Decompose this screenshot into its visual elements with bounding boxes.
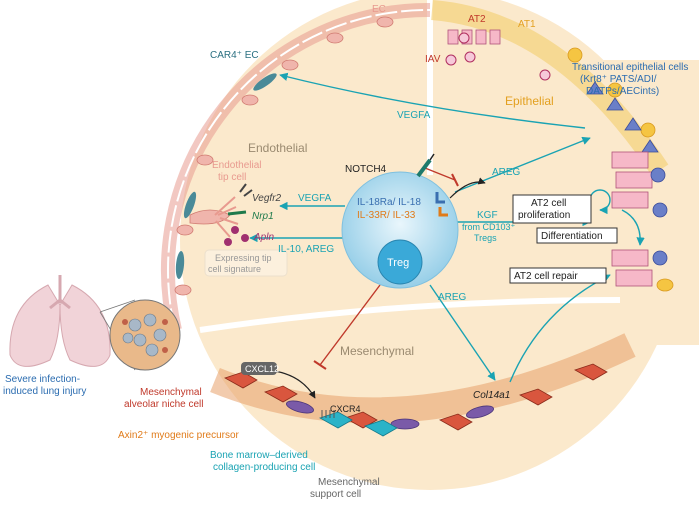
- label-axin2: Axin2⁺ myogenic precursor: [118, 430, 240, 441]
- label-lung-injury-2: induced lung injury: [3, 386, 86, 397]
- treg-cell: [341, 153, 459, 289]
- apln-molecules: [224, 226, 249, 246]
- inhibit-to-cxcl12: [319, 284, 381, 366]
- label-col14a1: Col14a1: [473, 390, 510, 401]
- il33-receptor: [438, 207, 448, 217]
- label-expressing-tip-2: cell signature: [208, 264, 261, 274]
- arrows: [249, 72, 645, 399]
- label-at1: AT1: [518, 19, 536, 30]
- endothelial-tip-cell: [189, 183, 288, 277]
- label-mes-niche-1: Mesenchymal: [140, 387, 202, 398]
- region-mesenchymal: Mesenchymal: [340, 344, 414, 358]
- label-differentiation: Differentiation: [541, 231, 603, 242]
- alveoli-zoom: [109, 299, 181, 371]
- endothelial-membrane: [161, 2, 431, 332]
- label-at2-prolif-1: AT2 cell: [531, 198, 566, 209]
- label-transitional-2: (Krt8⁺ PATS/ADI/: [580, 74, 657, 85]
- epithelial-cells: [431, 0, 674, 292]
- label-endothelial-tip-2: tip cell: [218, 172, 246, 183]
- arrow-areg-upper: [454, 136, 591, 193]
- label-bone-marrow-2: collagen-producing cell: [213, 462, 315, 473]
- label-mes-support-2: support cell: [310, 489, 361, 500]
- label-bone-marrow-1: Bone marrow–derived: [210, 450, 308, 461]
- vegfr2-receptor: [239, 183, 253, 197]
- arrow-col14a1-repair: [509, 274, 611, 383]
- arrow-areg-lower: [429, 284, 496, 381]
- iav-particles: [445, 32, 551, 81]
- label-il33: IL-33R/ IL-33: [357, 210, 416, 221]
- label-car4-ec: CAR4⁺ EC: [210, 50, 259, 61]
- label-vegfa-mid: VEGFA: [298, 193, 332, 204]
- label-notch4: NOTCH4: [345, 164, 387, 175]
- nrp1-receptor: [227, 210, 247, 216]
- endothelial-nuclei: [174, 16, 394, 296]
- arrow-vegfa-to-car4: [279, 72, 586, 129]
- label-ec: EC: [372, 4, 386, 15]
- label-lung-injury-1: Severe infection-: [5, 374, 80, 385]
- label-kgf-2: from CD103⁺: [462, 222, 516, 232]
- label-expressing-tip-1: Expressing tip: [215, 253, 272, 263]
- label-kgf-3: Tregs: [474, 233, 497, 243]
- label-transitional-3: DATPs/AECints): [586, 86, 659, 97]
- cxcr4-receptor: [321, 410, 335, 418]
- label-mes-support-1: Mesenchymal: [318, 477, 380, 488]
- bone-marrow-cell: [319, 411, 398, 437]
- label-apln: Apln: [253, 232, 274, 243]
- cxcl12-badge: [241, 362, 277, 375]
- at2-stack: [611, 151, 674, 292]
- region-endothelial: Endothelial: [248, 141, 307, 155]
- label-at2: AT2: [468, 14, 486, 25]
- label-vegfa-top: VEGFA: [397, 110, 431, 121]
- inhibit-notch4: [424, 167, 456, 181]
- label-at2-repair: AT2 cell repair: [514, 271, 578, 282]
- boxes: [509, 194, 618, 284]
- label-areg-lower: AREG: [438, 292, 467, 303]
- label-il18: IL-18Ra/ IL-18: [357, 197, 421, 208]
- label-nrp1: Nrp1: [252, 211, 274, 222]
- label-iav: IAV: [425, 54, 441, 65]
- region-dividers: [199, 0, 621, 333]
- label-vegfr2: Vegfr2: [252, 193, 282, 204]
- arrow-differentiation: [621, 209, 645, 246]
- label-areg-upper: AREG: [492, 167, 521, 178]
- label-cxcl12: CXCL12: [245, 364, 279, 374]
- label-mes-niche-2: alveolar niche cell: [124, 399, 204, 410]
- labels: EC CAR4⁺ EC AT2 AT1 IAV Transitional epi…: [3, 4, 688, 500]
- label-kgf-1: KGF: [477, 210, 498, 221]
- arrow-proliferation-loop: [589, 189, 611, 215]
- mesenchymal-band: [210, 333, 636, 437]
- arrow-il18-to-epithelial: [449, 177, 486, 199]
- car4-ec-cells: [175, 73, 277, 279]
- il18-receptor: [435, 192, 445, 204]
- region-epithelial: Epithelial: [505, 94, 554, 108]
- label-transitional-1: Transitional epithelial cells: [572, 62, 688, 73]
- lung-illustration: [9, 275, 181, 371]
- notch4-receptor: [416, 158, 432, 178]
- label-il10-areg: IL-10, AREG: [278, 244, 334, 255]
- label-endothelial-tip-1: Endothelial: [212, 160, 261, 171]
- transitional-cells: [586, 81, 659, 153]
- label-treg: Treg: [387, 257, 409, 269]
- label-at2-prolif-2: proliferation: [518, 210, 570, 221]
- label-cxcr4: CXCR4: [330, 404, 361, 414]
